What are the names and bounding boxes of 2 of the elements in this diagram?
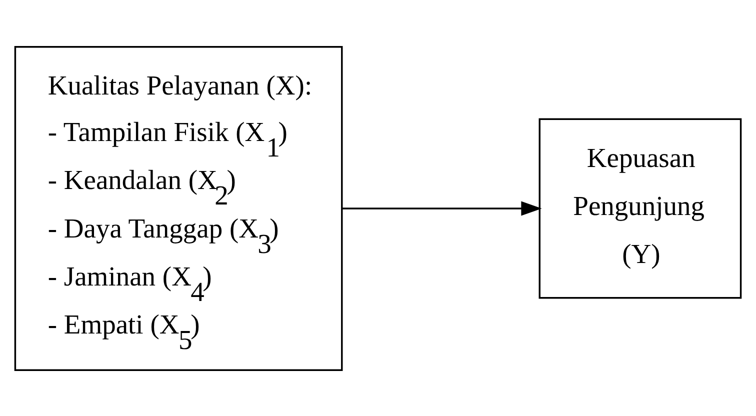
node-box: Kepuasan Pengunjung (Y): [538, 118, 742, 298]
arrow: [342, 200, 542, 216]
